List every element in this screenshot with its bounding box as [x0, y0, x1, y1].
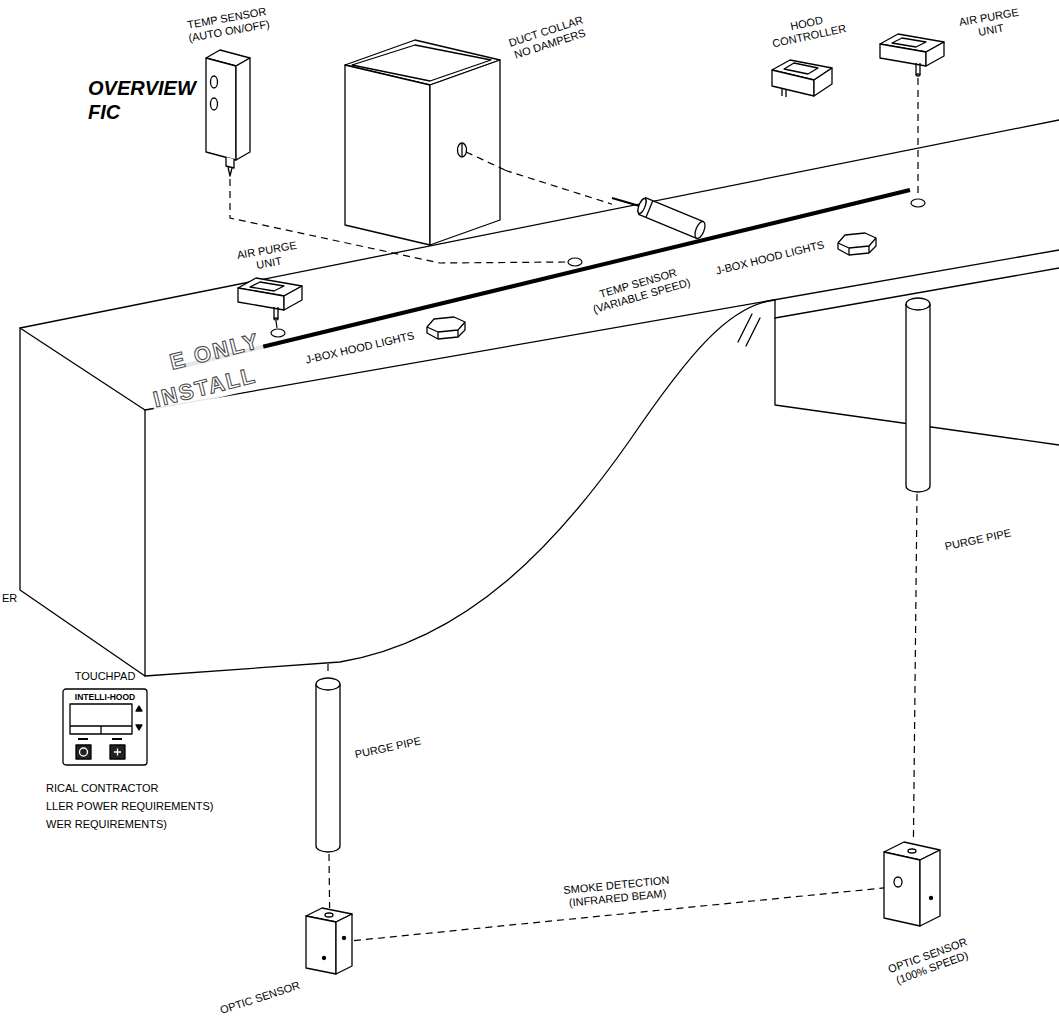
dashed-connector — [913, 494, 917, 842]
purge-pipe-shape — [314, 676, 342, 854]
touchpad: TOUCHPADINTELLI-HOOD — [62, 688, 148, 766]
optic-sensor: OPTIC SENSOR (100% SPEED) — [884, 842, 942, 928]
junction-box-shape — [425, 314, 469, 340]
component-label: HOOD CONTROLLER — [760, 8, 855, 53]
component-label: AIR PURGE UNIT — [230, 238, 305, 276]
temp-sensor-shape — [204, 48, 254, 180]
component-label: OPTIC SENSOR — [218, 979, 301, 1017]
temp-sensor-probe-shape — [612, 192, 712, 248]
air-purge-unit: AIR PURGE UNIT — [880, 34, 948, 82]
duct-collar-shape — [345, 40, 505, 250]
component-label: PURGE PIPE — [944, 527, 1013, 554]
purge-pipe-shape — [904, 296, 932, 494]
component-label: TEMP SENSOR (AUTO ON/OFF) — [178, 4, 277, 47]
hood-controller-shape — [770, 58, 836, 108]
hood-controller: HOOD CONTROLLER — [770, 58, 836, 108]
duct-collar: DUCT COLLAR NO DAMPERS — [345, 40, 505, 250]
component-label: TOUCHPAD — [75, 670, 136, 683]
dashed-connector — [505, 170, 612, 204]
component-label: OPTIC SENSOR (100% SPEED) — [880, 933, 979, 991]
temp-sensor-probe: TEMP SENSOR (VARIABLE SPEED) — [612, 192, 712, 248]
temp-sensor: TEMP SENSOR (AUTO ON/OFF) — [204, 48, 254, 180]
dashed-leader — [230, 78, 918, 676]
diagram-title: OVERVIEW FIC — [88, 76, 213, 124]
component-label: AIR PURGE UNIT — [952, 5, 1027, 43]
optic-sensor-shape — [884, 842, 942, 928]
edge-label: SMOKE DETECTION (INFRARED BEAM) — [558, 873, 676, 911]
junction-box: J-BOX HOOD LIGHTS — [425, 314, 469, 340]
brand-text: INTELLI-HOOD — [75, 692, 135, 702]
junction-box: J-BOX HOOD LIGHTS — [836, 230, 880, 256]
note-text: WER REQUIREMENTS) — [46, 818, 167, 831]
component-label: DUCT COLLAR NO DAMPERS — [500, 11, 596, 65]
air-purge-unit-shape — [238, 278, 306, 326]
dashed-connector — [328, 854, 330, 908]
note-text: ER — [2, 592, 17, 605]
junction-box-shape — [836, 230, 880, 256]
component-label: TEMP SENSOR (VARIABLE SPEED) — [580, 261, 701, 319]
component-label: J-BOX HOOD LIGHTS — [304, 329, 415, 367]
hood-outline — [20, 120, 1059, 676]
component-label: J-BOX HOOD LIGHTS — [714, 238, 825, 278]
air-purge-unit: AIR PURGE UNIT — [238, 278, 306, 326]
note-text: RICAL CONTRACTOR — [46, 782, 158, 795]
air-purge-unit-shape — [880, 34, 948, 82]
component-label: PURGE PIPE — [354, 735, 423, 762]
hood-seam — [175, 190, 910, 368]
optic-sensor-shape — [306, 908, 354, 978]
optic-sensor: OPTIC SENSOR — [306, 908, 354, 978]
purge-pipe: PURGE PIPE — [314, 676, 342, 854]
watermark-text: INSTALL — [149, 362, 261, 414]
purge-pipe: PURGE PIPE — [904, 296, 932, 494]
note-text: LLER POWER REQUIREMENTS) — [46, 800, 213, 813]
